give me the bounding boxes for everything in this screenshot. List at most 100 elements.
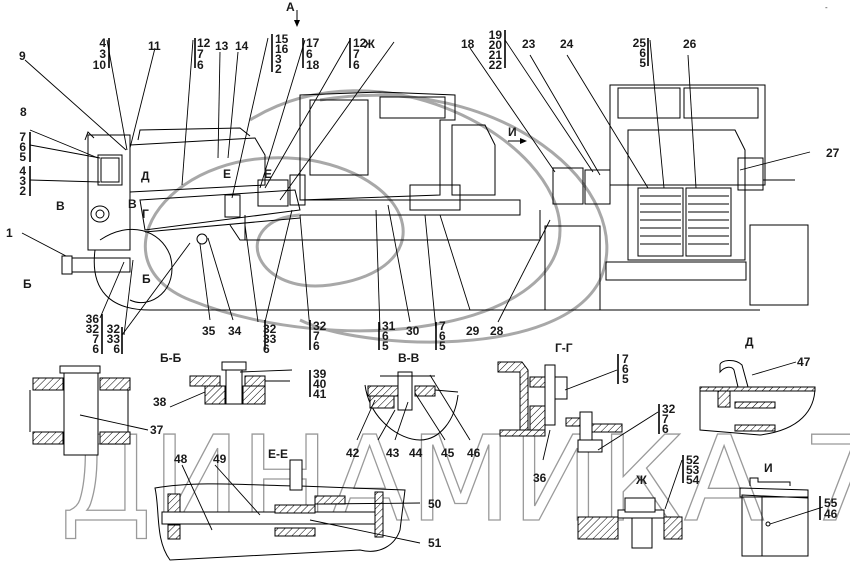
callout-14: 14 — [235, 39, 249, 53]
stack-line: 19 — [489, 28, 503, 42]
stack-line: 6 — [313, 339, 320, 353]
callout-45: 45 — [441, 446, 455, 460]
callout-42: 42 — [346, 446, 360, 460]
stack-line: 3 — [275, 52, 282, 66]
section-title-gg: Г-Г — [555, 341, 573, 355]
stack-line: 17 — [306, 36, 320, 50]
section-vv — [364, 371, 459, 441]
view-e-label-2: Е — [264, 167, 272, 181]
callout-13: 13 — [215, 39, 229, 53]
callout-stack-s_7_6_5_left: 765 — [19, 130, 26, 164]
leader-line — [751, 361, 797, 376]
view-v-label-1: В — [56, 199, 65, 213]
leader-line — [377, 409, 396, 441]
watermark-swirl-outer — [143, 89, 562, 333]
leader-line — [414, 392, 446, 441]
stack-line: 5 — [19, 150, 26, 164]
leader-line — [207, 237, 234, 321]
stack-line: 32 — [107, 322, 121, 336]
leader-line — [387, 204, 411, 323]
stack-line: 7 — [313, 329, 320, 343]
stack-line: 32 — [662, 402, 676, 416]
leader-line — [564, 369, 618, 391]
stack-line: 41 — [313, 387, 327, 401]
leader-line — [227, 51, 239, 159]
leader-line — [239, 369, 293, 373]
stack-line: 55 — [824, 496, 838, 510]
leader-line — [29, 129, 99, 159]
section-title-ee: Е-Е — [268, 447, 288, 461]
watermark-text: ДИНАМИКА 76 — [60, 410, 850, 548]
view-d — [699, 360, 816, 436]
callout-26: 26 — [683, 37, 697, 51]
view-arrows — [294, 10, 527, 144]
section-title-bb: Б-Б — [160, 351, 182, 365]
leader-line — [99, 261, 125, 319]
stack-line: 7 — [19, 130, 26, 144]
section-title-zh: Ж — [635, 473, 647, 487]
stack-line: 6 — [263, 342, 270, 356]
leader-line — [169, 391, 206, 408]
stack-line: 32 — [263, 322, 277, 336]
leader-line — [129, 47, 156, 149]
leader-line — [217, 51, 221, 159]
stack-line: 25 — [633, 36, 647, 50]
stack-line: 6 — [113, 342, 120, 356]
stack-line: 10 — [93, 58, 107, 72]
stack-line: 6 — [439, 329, 446, 343]
section-title-i: И — [764, 461, 773, 475]
callout-11: 11 — [148, 39, 161, 53]
stack-line: 7 — [662, 412, 669, 426]
callout-8: 8 — [20, 105, 27, 119]
stack-line: 15 — [275, 32, 289, 46]
leader-line — [24, 59, 127, 151]
leader-line — [429, 374, 471, 441]
section-pin — [29, 365, 131, 456]
leader-line — [497, 219, 551, 323]
callout-28: 28 — [490, 324, 504, 338]
callout-27: 27 — [826, 146, 840, 160]
callout-37: 37 — [150, 423, 164, 437]
view-b-label-2: Б — [142, 272, 151, 286]
leader-line — [199, 243, 211, 321]
callout-1: 1 — [6, 226, 13, 240]
stack-line: 21 — [489, 48, 503, 62]
leader-line — [79, 414, 149, 431]
leader-line — [29, 144, 101, 159]
stack-line: 12 — [353, 36, 367, 50]
leader-line — [279, 41, 395, 201]
stack-line: 7 — [353, 47, 360, 61]
stack-line: 32 — [313, 319, 327, 333]
view-b-label-1: Б — [23, 277, 32, 291]
callout-24: 24 — [560, 37, 574, 51]
leader-line — [566, 54, 649, 189]
watermark-swirl-inner — [299, 93, 609, 344]
stack-line: 54 — [686, 473, 700, 487]
leader-line — [394, 401, 409, 441]
corner-mark: - — [825, 3, 828, 12]
stack-line: 20 — [489, 38, 503, 52]
leader-line — [299, 214, 311, 331]
stack-line: 2 — [275, 62, 282, 76]
callout-9: 9 — [19, 49, 26, 63]
callout-48: 48 — [174, 452, 188, 466]
section-bb — [189, 361, 290, 405]
leader-line — [739, 151, 811, 171]
stack-line: 5 — [439, 339, 446, 353]
view-g-label: Г — [142, 207, 149, 221]
stack-line: 40 — [313, 377, 327, 391]
stack-line: 6 — [662, 422, 669, 436]
stack-line: 3 — [99, 47, 106, 61]
callout-44: 44 — [409, 446, 423, 460]
callout-stacks: 4310127615163217618127619202122256576543… — [19, 28, 837, 521]
